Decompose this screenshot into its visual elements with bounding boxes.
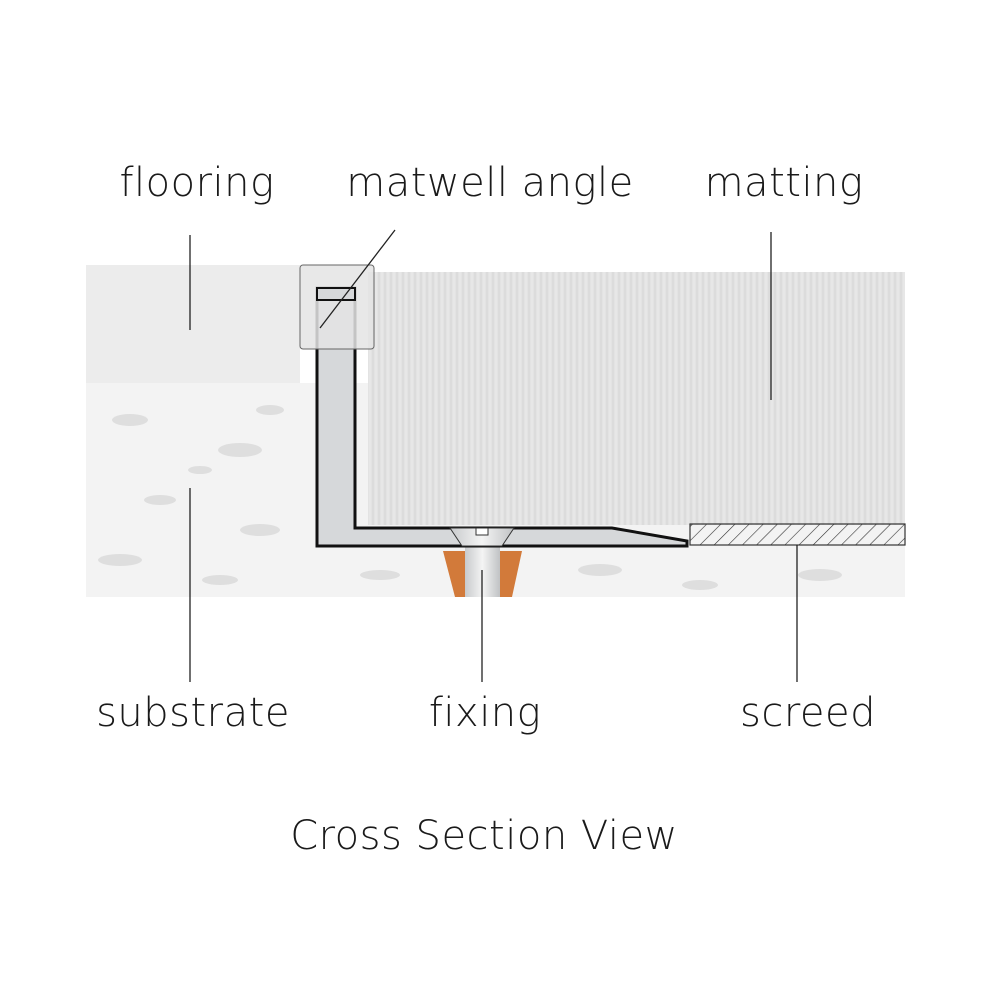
label-flooring: flooring: [119, 160, 275, 206]
matting-layer: [368, 272, 905, 525]
label-substrate: substrate: [96, 690, 290, 736]
leader-lines: [189, 229, 798, 682]
screed-layer: [689, 523, 906, 546]
flooring-layer: [86, 265, 300, 383]
label-matwell-angle: matwell angle: [346, 160, 634, 206]
label-screed: screed: [739, 690, 877, 736]
diagram-caption: Cross Section View: [290, 813, 678, 859]
screw-head: [449, 527, 515, 547]
insert-cap: [299, 264, 375, 350]
label-matting: matting: [704, 160, 864, 206]
label-fixing: fixing: [428, 690, 542, 736]
